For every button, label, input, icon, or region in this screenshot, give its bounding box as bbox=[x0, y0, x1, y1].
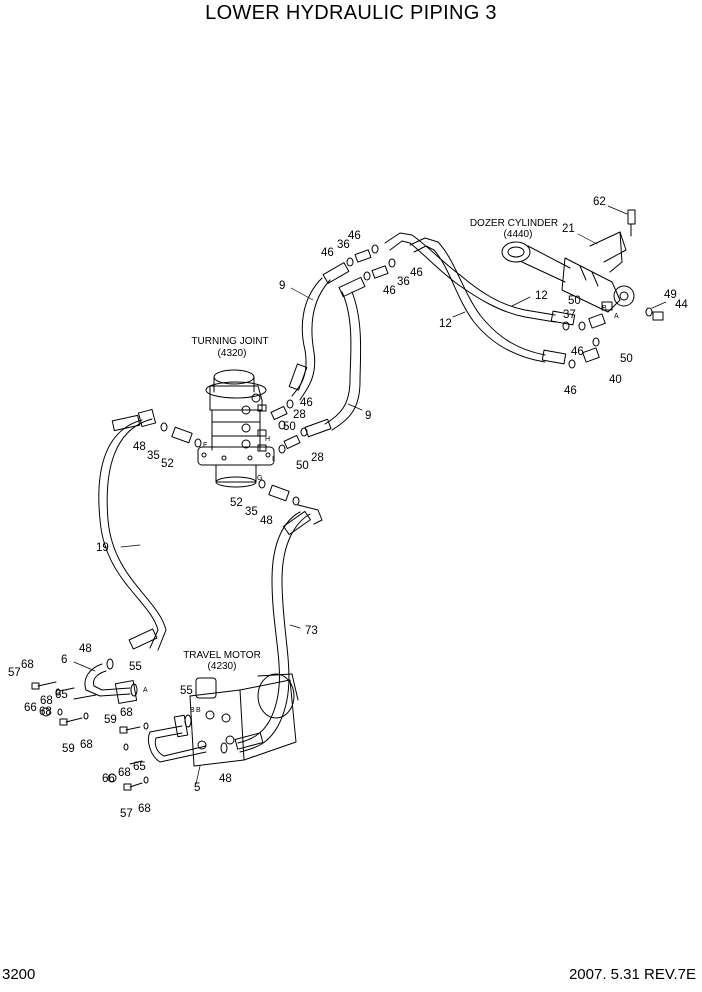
callout: 44 bbox=[675, 299, 688, 311]
page-title: LOWER HYDRAULIC PIPING 3 bbox=[205, 2, 497, 24]
dozer-fittings bbox=[562, 209, 664, 369]
callout: 68 bbox=[40, 695, 53, 707]
callout: 68 bbox=[120, 707, 133, 719]
callout: 48 bbox=[219, 773, 232, 785]
callout: 68 bbox=[21, 659, 34, 671]
callout: 50 bbox=[296, 460, 309, 472]
dozer-cylinder-code: (4440) bbox=[504, 229, 533, 240]
callout: 28 bbox=[311, 452, 324, 464]
turning-joint-label: TURNING JOINT bbox=[191, 336, 268, 347]
callout: 9 bbox=[365, 410, 371, 422]
callout: 48 bbox=[260, 515, 273, 527]
callout: 68 bbox=[138, 803, 151, 815]
turning-joint-code: (4320) bbox=[218, 348, 247, 359]
callout: 6 bbox=[61, 654, 67, 666]
hose-12-lower bbox=[409, 237, 567, 365]
callout: 9 bbox=[279, 280, 285, 292]
callout: 65 bbox=[55, 689, 68, 701]
callout: 66 bbox=[24, 702, 37, 714]
port-label: I bbox=[272, 456, 274, 463]
port-label: B bbox=[190, 707, 195, 714]
callout: 36 bbox=[337, 239, 350, 251]
dozer-cylinder-label: DOZER CYLINDER bbox=[470, 218, 558, 229]
callout: 68 bbox=[39, 706, 52, 718]
callout: 35 bbox=[147, 450, 160, 462]
tube-6 bbox=[84, 663, 138, 704]
callout: 48 bbox=[133, 441, 146, 453]
callout: 12 bbox=[535, 290, 548, 302]
callout: 59 bbox=[62, 743, 75, 755]
leader-lines bbox=[73, 205, 667, 785]
callout: 35 bbox=[245, 506, 258, 518]
callout: 52 bbox=[161, 458, 174, 470]
hose-12-upper bbox=[384, 232, 576, 326]
callout: 55 bbox=[129, 661, 142, 673]
callout: 46 bbox=[383, 285, 396, 297]
callout: 66 bbox=[102, 773, 115, 785]
callout: 59 bbox=[104, 714, 117, 726]
callout: 68 bbox=[80, 739, 93, 751]
bolts-washers bbox=[31, 681, 149, 791]
callout: 73 bbox=[305, 625, 318, 637]
callout: 46 bbox=[300, 397, 313, 409]
callout: 46 bbox=[564, 385, 577, 397]
travel-motor-label: TRAVEL MOTOR bbox=[183, 650, 261, 661]
callout: 46 bbox=[571, 346, 584, 358]
callout: 46 bbox=[321, 247, 334, 259]
motor-orings bbox=[106, 658, 228, 754]
fittings-upper-left bbox=[346, 244, 396, 281]
travel-motor-code: (4230) bbox=[208, 661, 237, 672]
travel-motor bbox=[189, 673, 299, 767]
hose-73 bbox=[234, 504, 323, 753]
callout: 68 bbox=[118, 767, 131, 779]
callout: 46 bbox=[348, 230, 361, 242]
callout: 21 bbox=[562, 223, 575, 235]
callout: 50 bbox=[568, 295, 581, 307]
hose-9-left bbox=[288, 262, 350, 401]
port-label: A bbox=[614, 313, 619, 320]
port-label: H bbox=[265, 436, 270, 443]
callout: 49 bbox=[664, 289, 677, 301]
port-label: B bbox=[196, 707, 201, 714]
callout: 28 bbox=[293, 409, 306, 421]
turning-joint bbox=[197, 369, 275, 488]
callout: 46 bbox=[410, 267, 423, 279]
hose-19 bbox=[98, 408, 167, 651]
callout: 48 bbox=[79, 643, 92, 655]
port-label: B bbox=[602, 305, 607, 312]
callout: 12 bbox=[439, 318, 452, 330]
callout: 50 bbox=[283, 421, 296, 433]
callout: 37 bbox=[563, 309, 576, 321]
callout: 5 bbox=[194, 782, 200, 794]
joint-fittings bbox=[160, 399, 308, 506]
hose-9-right bbox=[304, 276, 366, 438]
callout: 36 bbox=[397, 276, 410, 288]
callout: 50 bbox=[620, 353, 633, 365]
tube-5 bbox=[147, 714, 207, 763]
callout: 55 bbox=[180, 685, 193, 697]
dozer-cylinder bbox=[501, 231, 635, 313]
page-number: 3200 bbox=[2, 966, 36, 983]
callout: 62 bbox=[593, 196, 606, 208]
callout: 52 bbox=[230, 497, 243, 509]
port-label: G bbox=[257, 475, 262, 482]
callout: 57 bbox=[120, 808, 133, 820]
revision-date: 2007. 5.31 REV.7E bbox=[568, 966, 696, 983]
port-label: F bbox=[203, 442, 207, 449]
callout: 19 bbox=[96, 542, 109, 554]
callout: 40 bbox=[609, 374, 622, 386]
callout: 57 bbox=[8, 667, 21, 679]
port-label: A bbox=[143, 687, 148, 694]
callout: 65 bbox=[133, 761, 146, 773]
